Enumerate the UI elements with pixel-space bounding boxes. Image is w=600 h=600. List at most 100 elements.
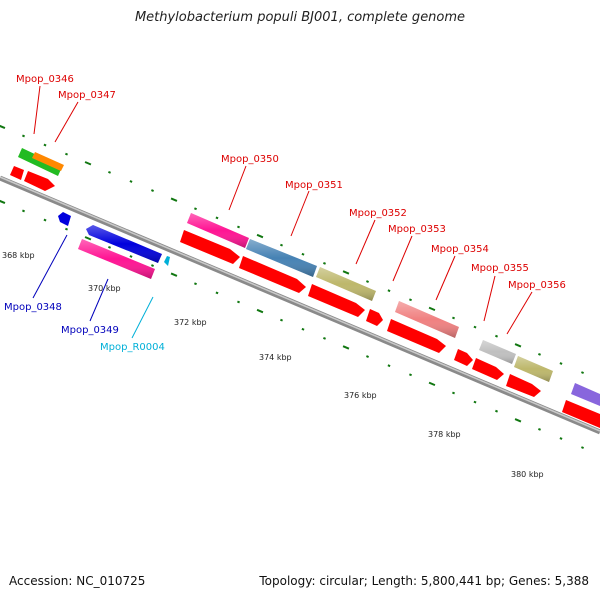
label-mpop-0352[interactable]: Mpop_0352	[349, 208, 407, 219]
orf-track	[10, 166, 600, 428]
label-mpop-0351[interactable]: Mpop_0351	[285, 180, 343, 191]
minor-tick	[366, 280, 369, 283]
minor-tick	[151, 264, 154, 267]
label-mpop-0354[interactable]: Mpop_0354	[431, 244, 489, 255]
leader-line	[483, 275, 496, 322]
label-mpop-0350[interactable]: Mpop_0350	[221, 154, 279, 165]
leader-lines	[32, 85, 533, 339]
minor-tick	[581, 446, 584, 449]
minor-tick	[151, 189, 154, 192]
label-mpop-0347[interactable]: Mpop_0347	[58, 90, 116, 101]
gene-shade	[514, 356, 553, 382]
major-tick	[428, 306, 436, 312]
minor-tick	[409, 373, 412, 377]
minor-tick	[22, 134, 25, 138]
label-mpop-0346[interactable]: Mpop_0346	[16, 74, 74, 85]
gene-shade	[316, 267, 376, 301]
major-tick	[342, 270, 350, 275]
accession-text: Accession: NC_010725	[9, 574, 146, 588]
orf-arrow[interactable]	[10, 166, 24, 180]
leader-line	[355, 219, 376, 265]
major-tick	[256, 308, 264, 314]
minor-tick	[280, 243, 283, 247]
minor-tick	[409, 298, 412, 302]
minor-tick	[65, 227, 68, 231]
orf-arrow[interactable]	[454, 349, 473, 366]
leader-line	[32, 234, 68, 299]
gene-mpop-0346[interactable]	[18, 148, 62, 176]
leader-line	[89, 278, 109, 322]
leader-line	[435, 255, 456, 301]
minor-tick	[495, 334, 498, 338]
leader-line	[392, 235, 413, 282]
minor-tick	[43, 218, 47, 222]
ruler-label-376: 376 kbp	[344, 391, 377, 400]
minor-tick	[108, 170, 111, 174]
major-tick	[0, 199, 6, 205]
minor-tick	[280, 318, 283, 322]
major-tick	[170, 197, 178, 202]
label-mpop-0349[interactable]: Mpop_0349	[61, 325, 119, 336]
ruler-label-374: 374 kbp	[259, 353, 292, 362]
leader-line	[228, 165, 247, 211]
orf-arrow[interactable]	[308, 284, 365, 317]
upper-tick-track	[0, 124, 584, 374]
orf-arrow[interactable]	[239, 256, 306, 293]
orf-arrow[interactable]	[562, 400, 600, 428]
label-mpop-0353[interactable]: Mpop_0353	[388, 224, 446, 235]
gene-mpop-0348-small[interactable]	[58, 212, 71, 226]
gene-mpop-r0004[interactable]	[164, 256, 170, 266]
minor-tick	[194, 207, 197, 211]
minor-tick	[65, 152, 68, 156]
minor-tick	[129, 180, 133, 183]
reverse-gene-track	[58, 212, 170, 279]
minor-tick	[22, 209, 25, 213]
orf-arrow[interactable]	[366, 309, 383, 326]
minor-tick	[301, 252, 305, 256]
minor-tick	[43, 143, 47, 147]
gene-other[interactable]	[571, 383, 600, 406]
orf-arrow[interactable]	[472, 358, 504, 380]
minor-tick	[129, 255, 133, 258]
forward-gene-track	[18, 148, 600, 406]
major-tick	[84, 236, 92, 241]
gene-shade	[395, 301, 459, 338]
gene-shade	[187, 213, 249, 248]
minor-tick	[387, 289, 391, 293]
label-mpop-0348[interactable]: Mpop_0348	[4, 302, 62, 313]
gene-shade	[246, 239, 317, 277]
gene-mpop-0347[interactable]	[32, 152, 64, 171]
leader-line	[506, 291, 533, 335]
minor-tick	[538, 352, 541, 356]
minor-tick	[301, 327, 305, 331]
gene-shade	[86, 225, 162, 263]
label-mpop-0356[interactable]: Mpop_0356	[508, 280, 566, 291]
orf-arrow[interactable]	[24, 171, 55, 191]
minor-tick	[538, 427, 541, 431]
label-mpop-0355[interactable]: Mpop_0355	[471, 263, 529, 274]
gene-shade	[78, 239, 155, 279]
minor-tick	[559, 362, 563, 365]
major-tick	[428, 381, 436, 387]
minor-tick	[473, 400, 477, 404]
major-tick	[342, 345, 350, 350]
minor-tick	[452, 391, 455, 395]
major-tick	[84, 161, 92, 166]
minor-tick	[452, 316, 455, 320]
leader-line	[131, 296, 154, 339]
minor-tick	[323, 261, 326, 265]
minor-tick	[215, 216, 219, 220]
leader-line	[33, 85, 41, 135]
map-title: Methylobacterium populi BJ001, complete …	[134, 10, 466, 25]
orf-arrow[interactable]	[180, 230, 240, 264]
minor-tick	[559, 437, 563, 440]
minor-tick	[581, 371, 584, 374]
leader-line	[54, 101, 79, 143]
orf-arrow[interactable]	[506, 374, 541, 397]
genome-summary: Topology: circular; Length: 5,800,441 bp…	[259, 574, 589, 588]
minor-tick	[108, 245, 111, 249]
minor-tick	[237, 300, 240, 304]
orf-arrow[interactable]	[387, 319, 446, 353]
label-mpop-r0004[interactable]: Mpop_R0004	[100, 342, 165, 353]
